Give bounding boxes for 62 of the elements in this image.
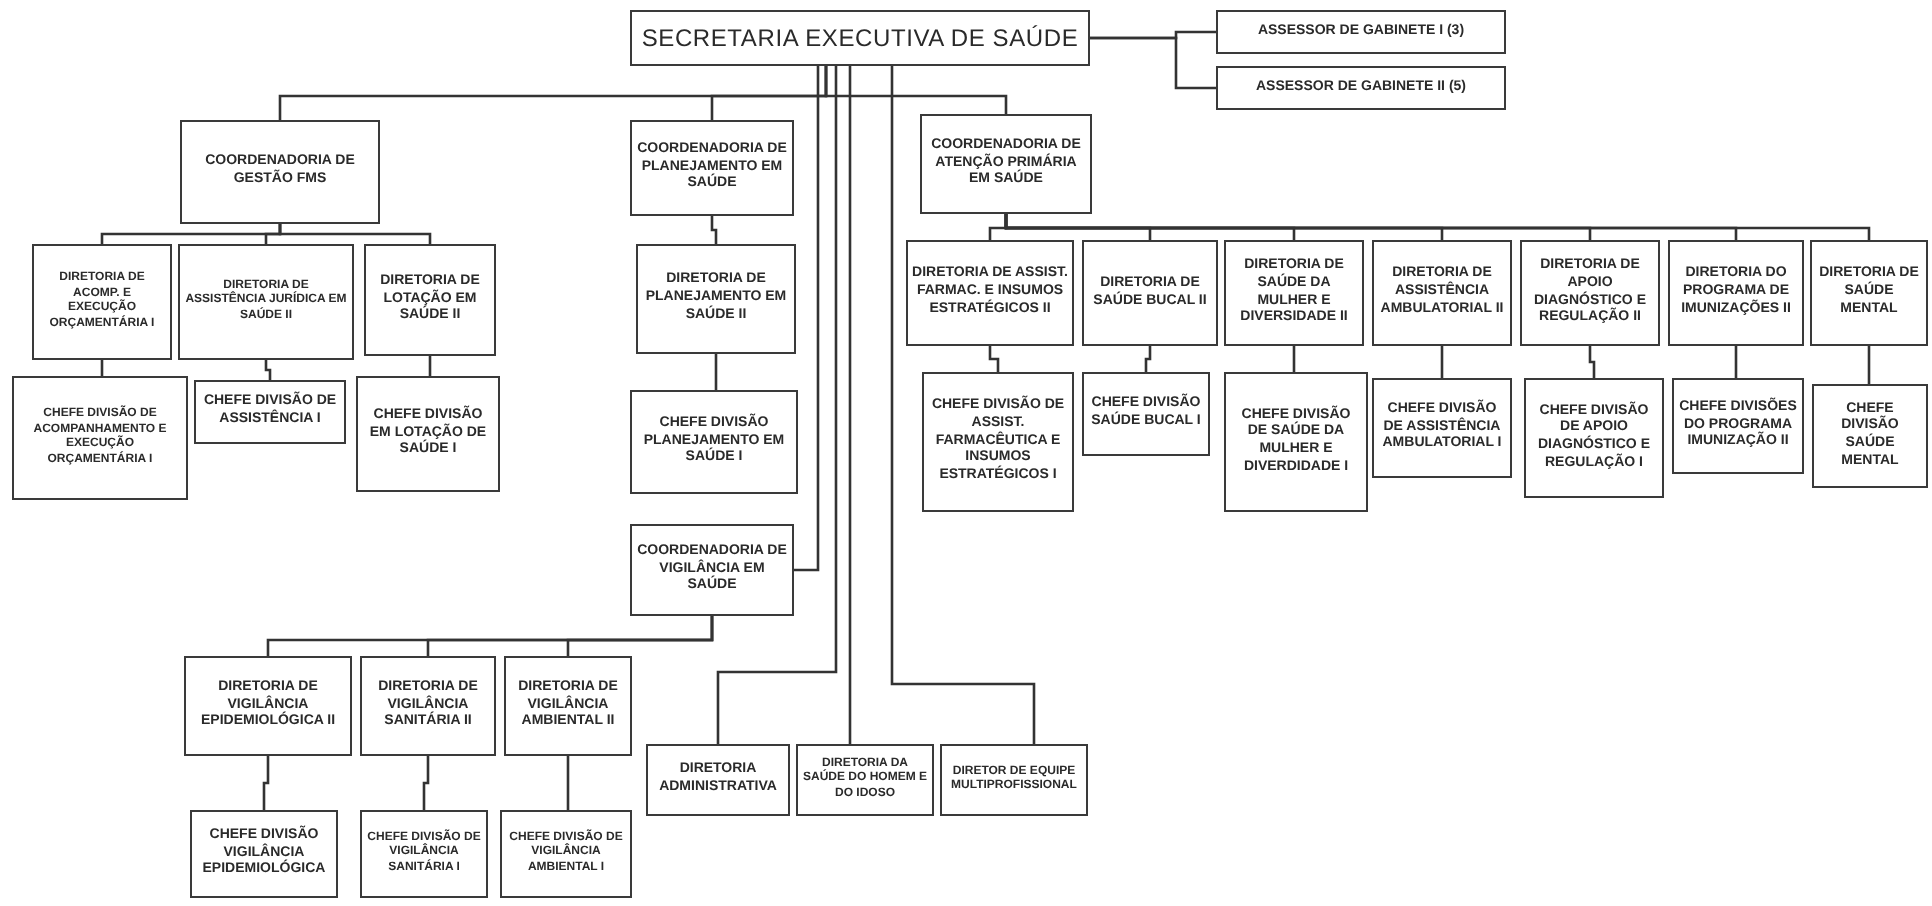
- org-unit-box: [922, 372, 1074, 512]
- org-unit-box: [500, 810, 632, 898]
- org-unit-box: [940, 744, 1088, 816]
- org-unit-box: [32, 244, 172, 360]
- connector-line: [1588, 346, 1596, 378]
- connector-line: [988, 346, 1000, 372]
- org-unit-box: [1224, 240, 1364, 346]
- org-unit-box: [194, 380, 346, 444]
- org-unit-box: [1082, 372, 1210, 456]
- connector-line: [714, 354, 718, 390]
- connector-line: [848, 66, 852, 744]
- org-unit-box: [1224, 372, 1368, 512]
- org-unit-box: [630, 390, 798, 494]
- connector-line: [278, 224, 432, 244]
- org-unit-box: [1216, 66, 1506, 110]
- org-unit-box: [504, 656, 632, 756]
- connector-line: [1292, 346, 1296, 372]
- unit-name: SECRETARIA EXECUTIVA DE SAÚDE: [641, 23, 1079, 53]
- connector-line: [1734, 346, 1738, 378]
- connector-line: [710, 216, 718, 244]
- connector-line: [566, 616, 714, 656]
- org-unit-box: [796, 744, 934, 816]
- org-unit-box: [360, 656, 496, 756]
- org-unit-box: [1216, 10, 1506, 54]
- org-unit-box: [646, 744, 790, 816]
- org-unit-box: [1668, 240, 1804, 346]
- org-unit-box: [630, 10, 1090, 66]
- connector-line: [422, 756, 430, 810]
- org-unit-box: [178, 244, 354, 360]
- connector-line: [716, 66, 838, 744]
- connector-line: [1144, 346, 1152, 372]
- connector-line: [1090, 36, 1216, 90]
- org-unit-box: [920, 114, 1092, 214]
- connector-line: [1004, 214, 1871, 240]
- org-unit-box: [1372, 240, 1512, 346]
- org-unit-box: [1372, 378, 1512, 478]
- connector-line: [566, 756, 570, 810]
- connector-line: [1867, 346, 1871, 384]
- org-unit-box: [12, 376, 188, 500]
- connector-line: [794, 66, 820, 572]
- org-unit-box: [630, 524, 794, 616]
- org-unit-box: [364, 244, 496, 356]
- connector-line: [428, 356, 432, 376]
- org-unit-box: [1812, 384, 1928, 488]
- org-unit-box: [636, 244, 796, 354]
- connector-line: [824, 66, 1008, 114]
- org-unit-box: [1810, 240, 1928, 346]
- org-unit-box: [184, 656, 352, 756]
- org-unit-box: [1520, 240, 1660, 346]
- org-unit-box: [190, 810, 338, 898]
- org-unit-box: [180, 120, 380, 224]
- org-unit-box: [630, 120, 794, 216]
- org-unit-box: [360, 810, 488, 898]
- org-unit-box: [906, 240, 1074, 346]
- connector-line: [264, 360, 272, 380]
- connector-line: [1440, 346, 1444, 378]
- org-unit-box: [356, 376, 500, 492]
- org-unit-box: [1672, 378, 1804, 474]
- connector-line: [890, 66, 1036, 744]
- org-unit-box: [1082, 240, 1218, 346]
- connector-line: [262, 756, 270, 810]
- org-unit-box: [1524, 378, 1664, 498]
